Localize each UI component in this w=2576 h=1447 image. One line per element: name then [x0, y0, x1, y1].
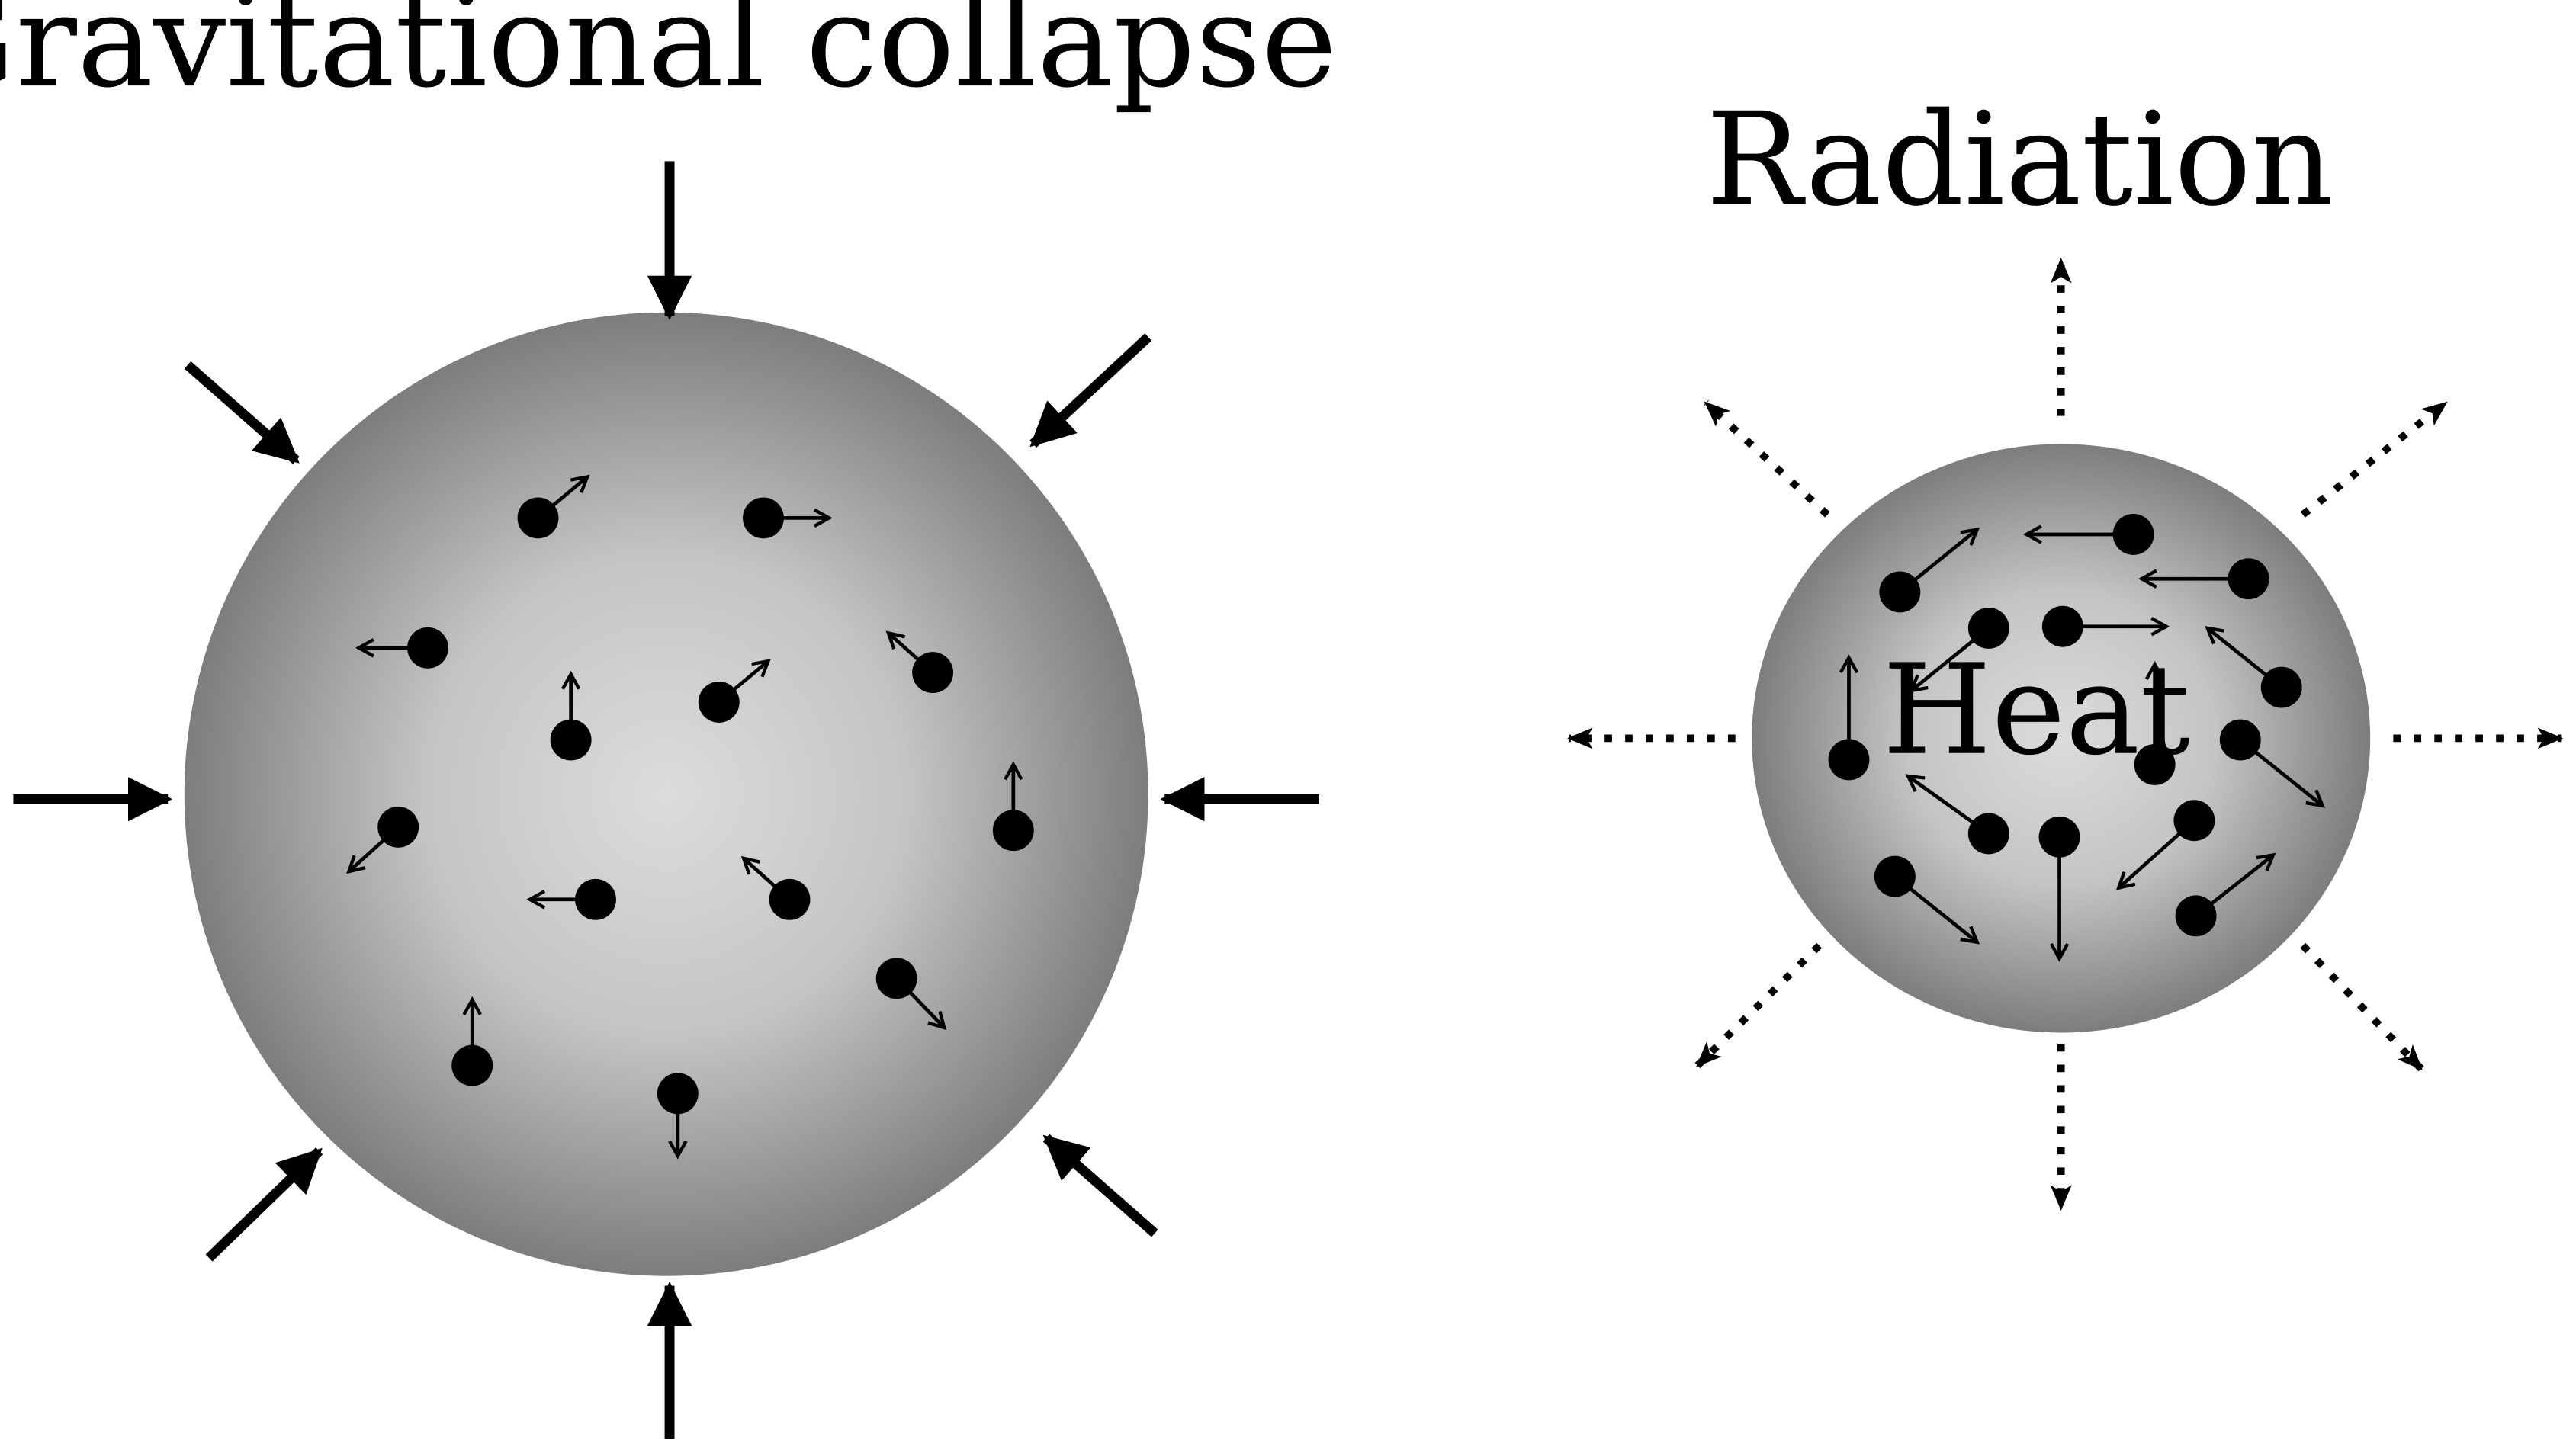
inward-arrow-6 — [205, 1147, 323, 1262]
inward-arrows — [13, 161, 1319, 1439]
hot-particle — [1879, 529, 1977, 613]
hot-particle — [2175, 855, 2273, 937]
gas-particle — [875, 958, 945, 1028]
collapsing-cloud-sphere — [184, 312, 1148, 1276]
gas-particle — [744, 858, 811, 920]
gas-particle — [888, 633, 954, 694]
hot-particle — [2219, 719, 2323, 806]
gas-particle — [550, 674, 592, 761]
hot-particle — [2134, 664, 2176, 785]
hot-particle — [2038, 816, 2080, 959]
gas-particle — [698, 661, 769, 723]
hot-particle — [2141, 558, 2269, 600]
left-panel: Gravitational collapse — [0, 0, 1337, 1439]
hot-particle — [1911, 607, 2009, 691]
right-panel: Radiation Heat — [1567, 85, 2564, 1211]
radiation-arrow-2 — [1703, 399, 1830, 518]
gas-particle — [657, 1073, 699, 1156]
hot-particle — [1908, 776, 2009, 855]
gas-particle — [348, 806, 419, 871]
radiation-arrow-7 — [2300, 942, 2424, 1072]
hot-particle — [2026, 514, 2154, 555]
radiation-arrow-6 — [1694, 942, 1823, 1069]
left-particles — [348, 476, 1034, 1156]
gravitational-collapse-label: Gravitational collapse — [0, 0, 1337, 116]
radiation-arrow-3 — [2300, 399, 2449, 518]
right-particles — [1828, 514, 2323, 959]
hot-particle — [2041, 605, 2166, 647]
heat-label: Heat — [1883, 637, 2191, 783]
gas-particle — [451, 999, 493, 1086]
radiation-arrows — [1567, 257, 2564, 1211]
radiation-label: Radiation — [1706, 85, 2334, 234]
inward-arrow-7 — [1042, 1134, 1158, 1237]
inward-arrow-2 — [184, 361, 300, 464]
hot-particle — [2208, 628, 2302, 708]
gas-particle — [530, 878, 616, 920]
hot-particle — [2118, 800, 2215, 887]
gas-particle — [517, 476, 588, 539]
gas-particle — [358, 627, 448, 669]
gas-particle — [992, 765, 1034, 852]
hot-particle — [1828, 658, 1870, 781]
gas-particle — [743, 497, 829, 539]
hot-particle — [1874, 855, 1977, 942]
inward-arrow-3 — [1029, 333, 1152, 448]
